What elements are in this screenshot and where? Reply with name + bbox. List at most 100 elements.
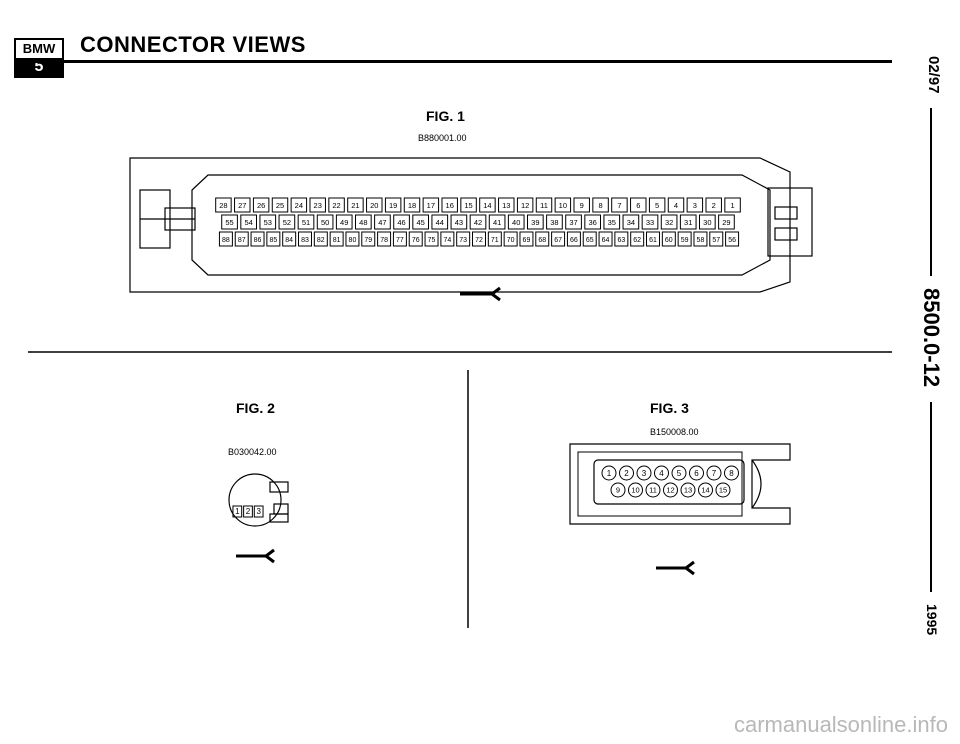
fig1-row2-pin <box>660 214 678 230</box>
fig1-row1-pin-label: 5 <box>655 201 659 210</box>
fig3-label: FIG. 3 <box>650 400 689 416</box>
fig1-row1-pin-label: 1 <box>730 201 734 210</box>
fig1-right-latch <box>767 187 813 257</box>
fig1-row3-pin-label: 75 <box>428 237 436 244</box>
side-rule-mid <box>930 402 932 592</box>
fig1-row2-pin <box>488 214 506 230</box>
fig1-row3-pin-label: 83 <box>301 237 309 244</box>
fig3-row1-pin <box>636 465 652 481</box>
fig1-row3-pin <box>566 231 581 247</box>
fig1-row1-pin-label: 6 <box>636 201 640 210</box>
header-rule <box>14 60 892 63</box>
fig1-view-arrow-icon <box>460 286 501 302</box>
fig1-row1-pin <box>384 197 402 213</box>
fig1-row1-pin <box>592 197 609 213</box>
fig1-row2-pin-label: 46 <box>397 218 405 227</box>
fig1-row1-pin-label: 14 <box>483 201 491 210</box>
fig1-row3-pin-label: 63 <box>617 237 625 244</box>
fig1-row1-pin-label: 20 <box>370 201 378 210</box>
fig1-row3-pin-label: 80 <box>349 237 357 244</box>
fig1-row2-pin <box>698 214 716 230</box>
fig1-row3-pin-label: 60 <box>665 237 673 244</box>
fig3-row2-pin-label: 9 <box>616 486 620 495</box>
fig3-row2-pin-label: 15 <box>719 486 727 495</box>
fig3-view-arrow-icon <box>656 560 695 576</box>
fig1-row2-pin-label: 36 <box>588 218 596 227</box>
fig1-row2-pin-label: 38 <box>550 218 558 227</box>
fig1-row2-pin-label: 43 <box>455 218 463 227</box>
fig1-row3-pin <box>377 231 392 247</box>
fig1-row1-pin <box>535 197 553 213</box>
fig1-row3-pin <box>440 231 455 247</box>
fig3-row2-pin-label: 12 <box>666 486 674 495</box>
fig1-row3-pin-label: 59 <box>681 237 689 244</box>
fig1-row2-pin <box>374 214 391 230</box>
fig1-row3-pin <box>646 231 660 247</box>
fig1-row2-pin <box>603 214 621 230</box>
watermark-text: carmanualsonline.info <box>733 712 948 737</box>
fig1-row3-pin <box>677 231 692 247</box>
fig1-row3-pin <box>598 231 613 247</box>
fig1-row1-pin-label: 24 <box>295 201 303 210</box>
fig1-row3-pin-label: 78 <box>380 237 388 244</box>
fig1-row1-pin <box>403 197 421 213</box>
fig1-label: FIG. 1 <box>426 108 465 124</box>
fig3-row1-pin-label: 3 <box>642 469 647 478</box>
fig1-row1-pin <box>648 197 666 213</box>
fig1-row3-pin-label: 62 <box>633 237 641 244</box>
fig1-row1-pin <box>611 197 628 213</box>
fig3-row1-pin-label: 6 <box>694 469 699 478</box>
fig1-row2-pin <box>507 214 525 230</box>
fig1-row1-pin-label: 18 <box>408 201 416 210</box>
fig1-row3-pin <box>345 231 360 247</box>
fig3-row2-pin <box>680 482 696 498</box>
fig1-row2-pin-label: 32 <box>665 218 673 227</box>
fig1-row2-pin-label: 29 <box>722 218 730 227</box>
fig1-row2-pin-label: 35 <box>608 218 616 227</box>
fig1-row2-pin-label: 45 <box>416 218 424 227</box>
fig3-row2-pin-label: 13 <box>684 486 692 495</box>
fig1-row3-pin <box>392 231 407 247</box>
fig1-row2-pin-label: 41 <box>493 218 501 227</box>
fig1-row3-pin <box>361 231 376 247</box>
fig1-row3-pin <box>503 231 518 247</box>
fig1-row3-pin <box>582 231 597 247</box>
fig1-row1-pin-label: 13 <box>502 201 510 210</box>
fig1-row3-pin <box>693 231 708 247</box>
fig1-row3-pin-label: 67 <box>554 237 562 244</box>
fig1-row1-pin-label: 3 <box>693 201 697 210</box>
fig3-row2-pin <box>645 482 661 498</box>
fig1-row3-pin-label: 87 <box>238 237 246 244</box>
fig1-row3-pin-label: 73 <box>459 237 467 244</box>
fig1-row3-pin-label: 76 <box>412 237 420 244</box>
fig1-row3-pin-label: 82 <box>317 237 325 244</box>
fig3-row2-pin-label: 10 <box>631 486 639 495</box>
fig1-row3-pin-label: 81 <box>333 237 341 244</box>
fig1-row1-pin <box>422 197 440 213</box>
fig1-row2-pin <box>297 214 315 230</box>
fig1-row1-pin-label: 17 <box>427 201 435 210</box>
fig3-row1-pin-label: 2 <box>624 469 629 478</box>
fig1-row3-pin-label: 86 <box>254 237 262 244</box>
fig3-row2-pin-label: 14 <box>701 486 709 495</box>
fig3-code: B150008.00 <box>650 427 699 437</box>
fig3-row2-pin <box>628 482 643 498</box>
fig1-row1-pin <box>460 197 477 213</box>
fig1-row3-pin-label: 69 <box>523 237 531 244</box>
fig1-row1-pin-label: 28 <box>219 201 227 210</box>
fig1-row1-pin <box>271 197 289 213</box>
fig1-row3-pin <box>250 231 265 247</box>
side-rule-top <box>930 108 932 276</box>
fig1-row1-pin <box>516 197 534 213</box>
fig2-view-arrow-icon <box>236 548 275 564</box>
fig1-row3-pin-label: 58 <box>697 237 705 244</box>
fig1-row3-pin <box>551 231 566 247</box>
fig1-row1-pin <box>573 197 590 213</box>
fig1-row1-pin <box>630 197 647 213</box>
fig1-row1-pin-label: 8 <box>598 201 602 210</box>
fig3-row1-pin <box>654 465 669 481</box>
